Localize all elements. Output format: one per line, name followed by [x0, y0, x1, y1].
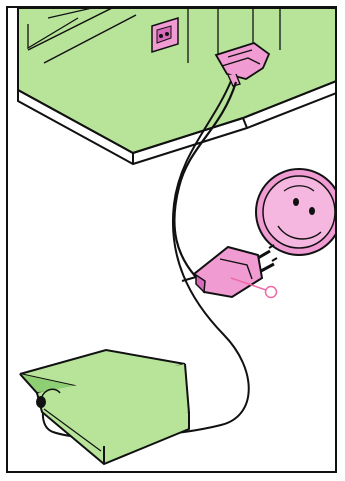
connection-diagram — [8, 8, 337, 473]
wall-socket — [256, 169, 337, 255]
illustration-frame — [6, 6, 337, 473]
foot-controller — [20, 350, 189, 464]
